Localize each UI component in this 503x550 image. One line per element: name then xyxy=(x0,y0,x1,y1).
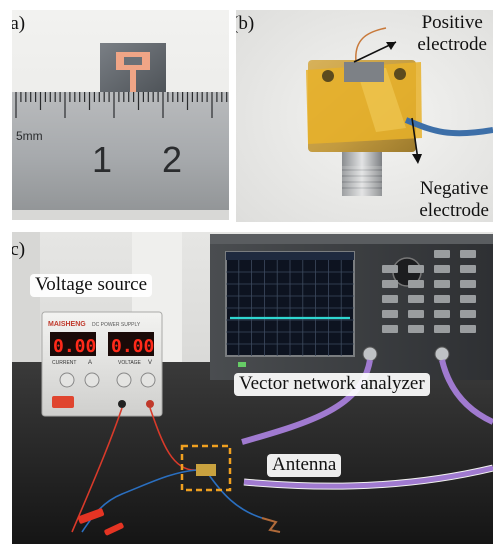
current-knob xyxy=(59,372,75,388)
positive-wire xyxy=(355,27,387,63)
panel-label-b: (b) xyxy=(236,13,255,34)
positive-electrode-label: Positive electrode xyxy=(417,12,487,55)
voltage-unit: V xyxy=(148,360,152,366)
ruler-ticks xyxy=(15,92,228,118)
red-lead xyxy=(149,407,198,471)
voltage-label: VOLTAGE xyxy=(118,360,142,366)
coax-cable-2 xyxy=(439,359,493,425)
negative-terminal xyxy=(118,400,126,408)
sma-thread xyxy=(342,166,382,196)
ruler-unit-label: 5mm xyxy=(16,129,43,143)
vector-network-analyzer-label: Vector network analyzer xyxy=(234,373,430,396)
power-switch xyxy=(52,396,74,408)
voltage-knob xyxy=(116,372,132,388)
supply-brand: MAISHENG xyxy=(48,321,86,328)
positive-terminal xyxy=(146,400,154,408)
steel-ruler xyxy=(12,92,229,220)
negative-electrode-label: Negative electrode xyxy=(419,178,489,221)
antenna-label: Antenna xyxy=(267,454,342,477)
vna-port-1 xyxy=(362,346,378,362)
current-fine-knob xyxy=(84,372,100,388)
ruler-number-1: 1 xyxy=(92,139,112,180)
panel-label-c: (c) xyxy=(12,239,26,260)
antenna-device xyxy=(196,464,216,476)
red-alligator-clip xyxy=(77,508,105,524)
panel-label-a: (a) xyxy=(12,13,26,34)
supply-model: DC POWER SUPPLY xyxy=(92,322,141,328)
voltage-source-label: Voltage source xyxy=(30,274,153,297)
current-readout: 0.00 xyxy=(53,336,96,357)
photo-b-drawing xyxy=(236,10,493,222)
voltage-readout: 0.00 xyxy=(111,336,154,357)
photo-a-antenna-on-ruler: 5mm 1 2 (a) xyxy=(12,10,229,220)
coax-cable-3 xyxy=(243,465,493,489)
voltage-display xyxy=(108,332,154,356)
photo-c-test-setup: MAISHENG DC POWER SUPPLY 0.00 0.00 CURRE… xyxy=(12,232,493,544)
current-label: CURRENT xyxy=(52,360,76,366)
voltage-fine-knob xyxy=(140,372,156,388)
ruler-number-2: 2 xyxy=(162,139,182,180)
current-unit: A xyxy=(88,360,92,366)
photo-a-drawing: 5mm 1 2 xyxy=(12,10,229,220)
antenna-highlight-box xyxy=(180,444,232,492)
current-display xyxy=(50,332,96,356)
photo-b-packaged-antenna: (b) Positive electrode Negative electrod… xyxy=(236,10,493,222)
vna-port-2 xyxy=(434,346,450,362)
